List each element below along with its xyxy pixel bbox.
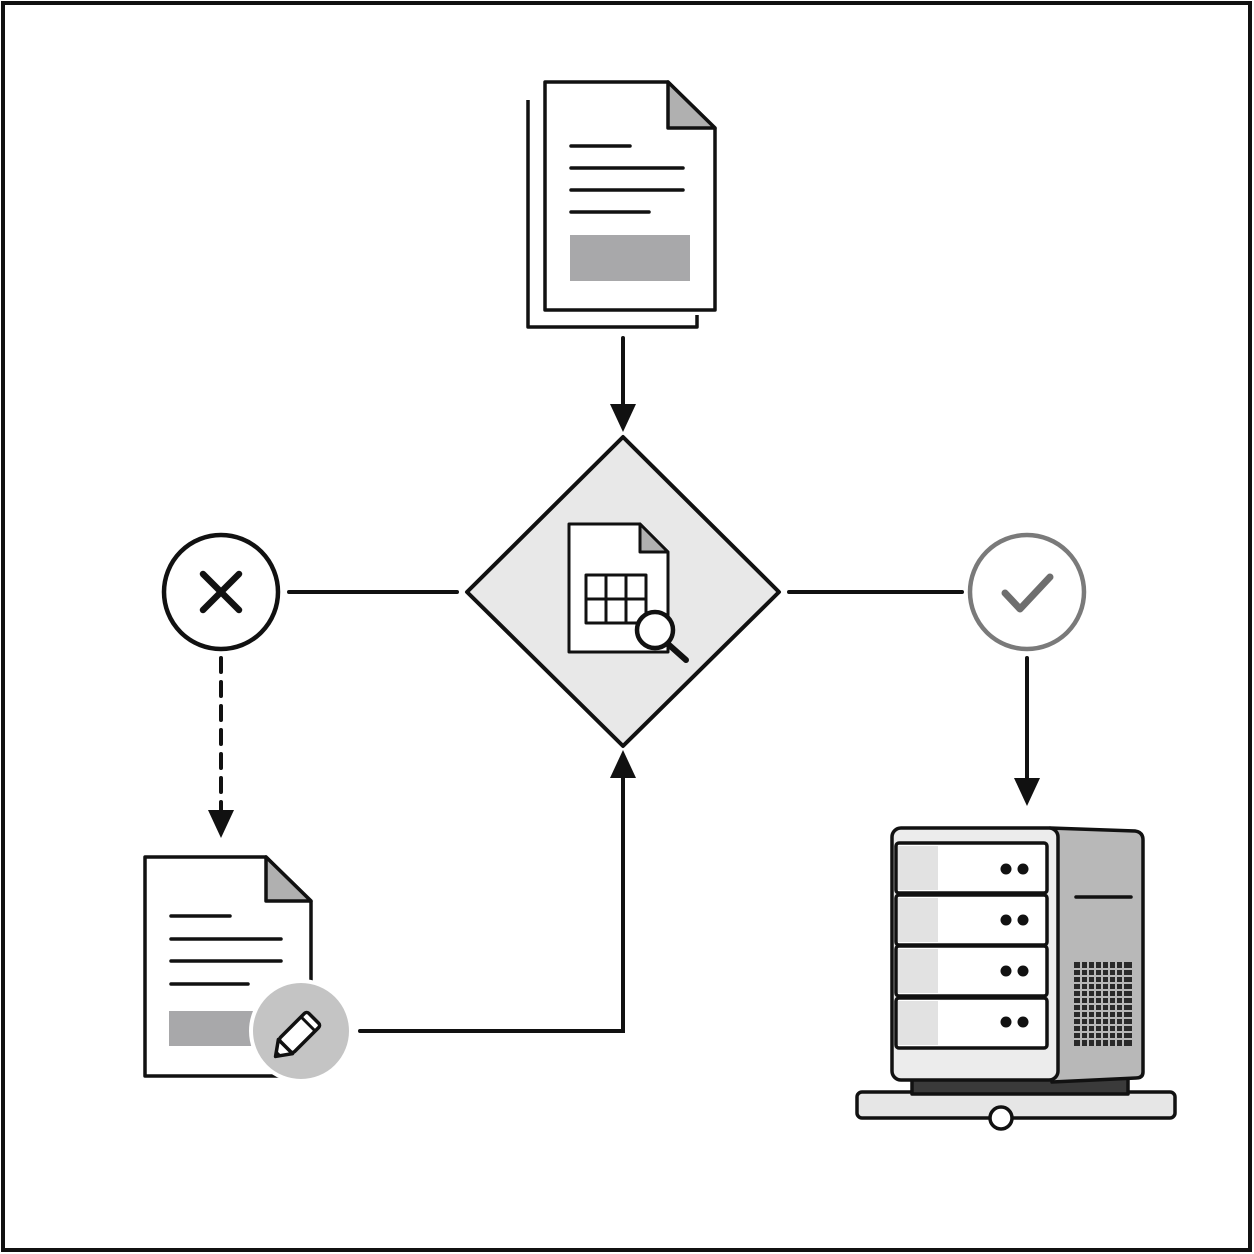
- rejected-status: [161, 532, 281, 652]
- server-status-lights: [1000, 863, 1029, 1028]
- validation-decision: [465, 435, 781, 748]
- connectors: [219, 336, 1029, 1033]
- approved-circle: [967, 532, 1087, 652]
- magnifier-lens: [634, 609, 676, 651]
- document-stack-icon: [526, 80, 717, 329]
- arrowhead-server-top: [1014, 778, 1040, 806]
- approved-status: [967, 532, 1087, 652]
- document-highlight-block: [570, 235, 690, 281]
- check-mark-icon: [1001, 573, 1054, 613]
- arrowhead-revision-top: [208, 810, 234, 838]
- network-connector: [988, 1105, 1014, 1131]
- arrowhead-decision-top: [610, 404, 636, 432]
- document-edit-icon: [143, 855, 353, 1083]
- server-rack-icon: [855, 826, 1177, 1131]
- magnifier-handle: [665, 641, 689, 663]
- spreadsheet-search-icon: [567, 522, 689, 663]
- server-vent-holes: [1074, 962, 1132, 1046]
- arrowhead-decision-bottom: [610, 750, 636, 778]
- document-corner-fold: [666, 80, 717, 130]
- arrowheads: [208, 404, 1040, 838]
- server-base-plate: [855, 1090, 1177, 1120]
- server-drive-bays: [894, 841, 1049, 1050]
- x-mark-icon: [199, 570, 243, 614]
- pencil-icon: [273, 1010, 322, 1059]
- edge-revision-to-decision: [358, 776, 625, 1033]
